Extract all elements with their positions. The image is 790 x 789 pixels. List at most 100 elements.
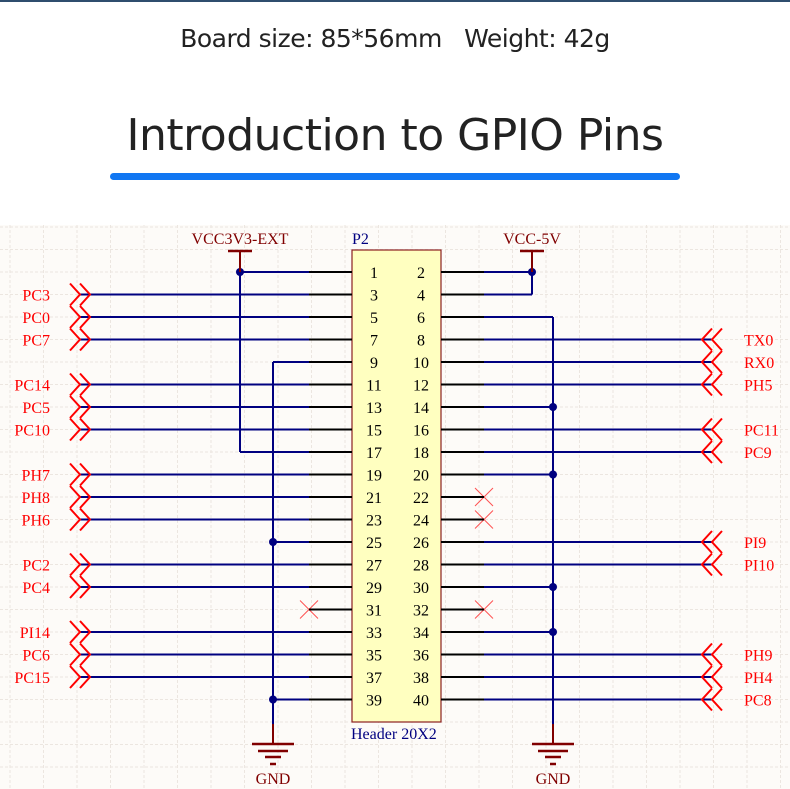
pin-number: 23: [366, 513, 382, 530]
net-label: PC0: [22, 310, 50, 327]
pin-number: 6: [417, 310, 425, 327]
net-port-chevron: [710, 327, 723, 352]
ground-right-label: GND: [536, 771, 571, 788]
junction-dot: [549, 470, 557, 479]
net-port-chevron: [69, 507, 82, 532]
net-label: PC14: [14, 378, 50, 395]
net-port-chevron: [69, 552, 82, 577]
pin-number: 14: [413, 400, 429, 417]
junction-dot: [549, 583, 557, 591]
designator: P2: [352, 231, 369, 248]
net-port-chevron: [700, 350, 713, 374]
power-symbols: VCC3V3-EXT VCC-5V GND GND: [192, 231, 574, 788]
pin-number: 5: [370, 310, 378, 327]
net-port-chevron: [79, 372, 92, 397]
net-port-chevron: [700, 665, 713, 689]
net-label: PC6: [22, 648, 50, 665]
pin-number: 29: [366, 580, 382, 597]
net-label: PC11: [744, 423, 779, 440]
net-label: PC7: [22, 333, 50, 350]
pin-number: 30: [413, 580, 429, 597]
net-label: PI9: [744, 535, 766, 552]
pin-number: 9: [370, 355, 378, 372]
vcc5v-symbol-label: VCC-5V: [503, 231, 561, 248]
pin-number: 27: [366, 558, 382, 575]
net-port-chevron: [69, 327, 82, 352]
net-port-chevron: [79, 575, 92, 599]
net-label: PC3: [22, 288, 50, 305]
net-port-chevron: [700, 327, 713, 352]
net-port-chevron: [79, 642, 92, 667]
net-port-chevron: [79, 462, 92, 487]
pin-number: 10: [413, 355, 429, 372]
net-port-chevron: [69, 282, 82, 307]
net-port-chevron: [79, 485, 92, 509]
pin-number: 24: [413, 513, 429, 530]
net-port-chevron: [69, 620, 82, 644]
net-port-chevron: [79, 552, 92, 577]
net-port-chevron: [700, 687, 713, 712]
net-label: PC9: [744, 445, 772, 462]
pin-number: 40: [413, 693, 429, 710]
pin-number: 34: [413, 625, 429, 642]
net-port-chevron: [79, 665, 92, 689]
net-port-chevron: [710, 687, 723, 712]
pin-number: 33: [366, 625, 382, 642]
junction-dot: [269, 695, 277, 704]
net-label: PH4: [744, 670, 772, 687]
pin-number: 3: [370, 288, 378, 305]
pin-number: 19: [366, 468, 382, 485]
net-port-chevron: [710, 552, 723, 577]
net-port-chevron: [69, 485, 82, 509]
net-port-chevron: [700, 440, 713, 464]
net-port-chevron: [79, 417, 92, 442]
net-label: PH7: [22, 468, 50, 485]
net-port-chevron: [79, 282, 92, 307]
net-port-chevron: [710, 417, 723, 442]
pin-number: 39: [366, 693, 382, 710]
pin-number: 21: [366, 490, 382, 507]
pin-number: 8: [417, 333, 425, 350]
net-port-chevron: [79, 327, 92, 352]
pin-number: 15: [366, 423, 382, 440]
title-underline: [110, 173, 680, 180]
net-port-chevron: [69, 305, 82, 329]
net-port-chevron: [69, 665, 82, 689]
net-port-chevron: [700, 552, 713, 577]
net-port-chevron: [79, 305, 92, 329]
net-port-chevron: [710, 440, 723, 464]
header-body: [351, 249, 442, 723]
net-port-chevron: [710, 372, 723, 397]
net-port-chevron: [69, 372, 82, 397]
pin-number: 36: [413, 648, 429, 665]
pin-number: 11: [366, 378, 381, 395]
pin-number: 22: [413, 490, 429, 507]
net-port-chevron: [700, 642, 713, 667]
net-label: PI10: [744, 558, 774, 575]
net-port-chevron: [710, 530, 723, 554]
pin-number: 18: [413, 445, 429, 462]
vcc3v3-symbol-label: VCC3V3-EXT: [192, 231, 289, 248]
net-label: PC2: [22, 558, 50, 575]
net-label: PI14: [20, 625, 50, 642]
net-port-chevron: [69, 575, 82, 599]
junction-dot: [549, 403, 557, 411]
net-label: PC5: [22, 400, 50, 417]
net-label: PH8: [22, 490, 50, 507]
pin-number: 12: [413, 378, 429, 395]
page-title: Introduction to GPIO Pins: [126, 110, 664, 161]
net-label: PH6: [22, 513, 50, 530]
pin-number: 1: [370, 265, 378, 282]
pin-number: 16: [413, 423, 429, 440]
net-label: PC8: [744, 693, 772, 710]
ground-left-label: GND: [256, 771, 291, 788]
wires: [80, 268, 712, 704]
net-port-chevron: [79, 395, 92, 419]
junction-dot: [549, 628, 557, 636]
pin-number: 38: [413, 670, 429, 687]
net-label: PC4: [22, 580, 50, 597]
pin-number: 28: [413, 558, 429, 575]
